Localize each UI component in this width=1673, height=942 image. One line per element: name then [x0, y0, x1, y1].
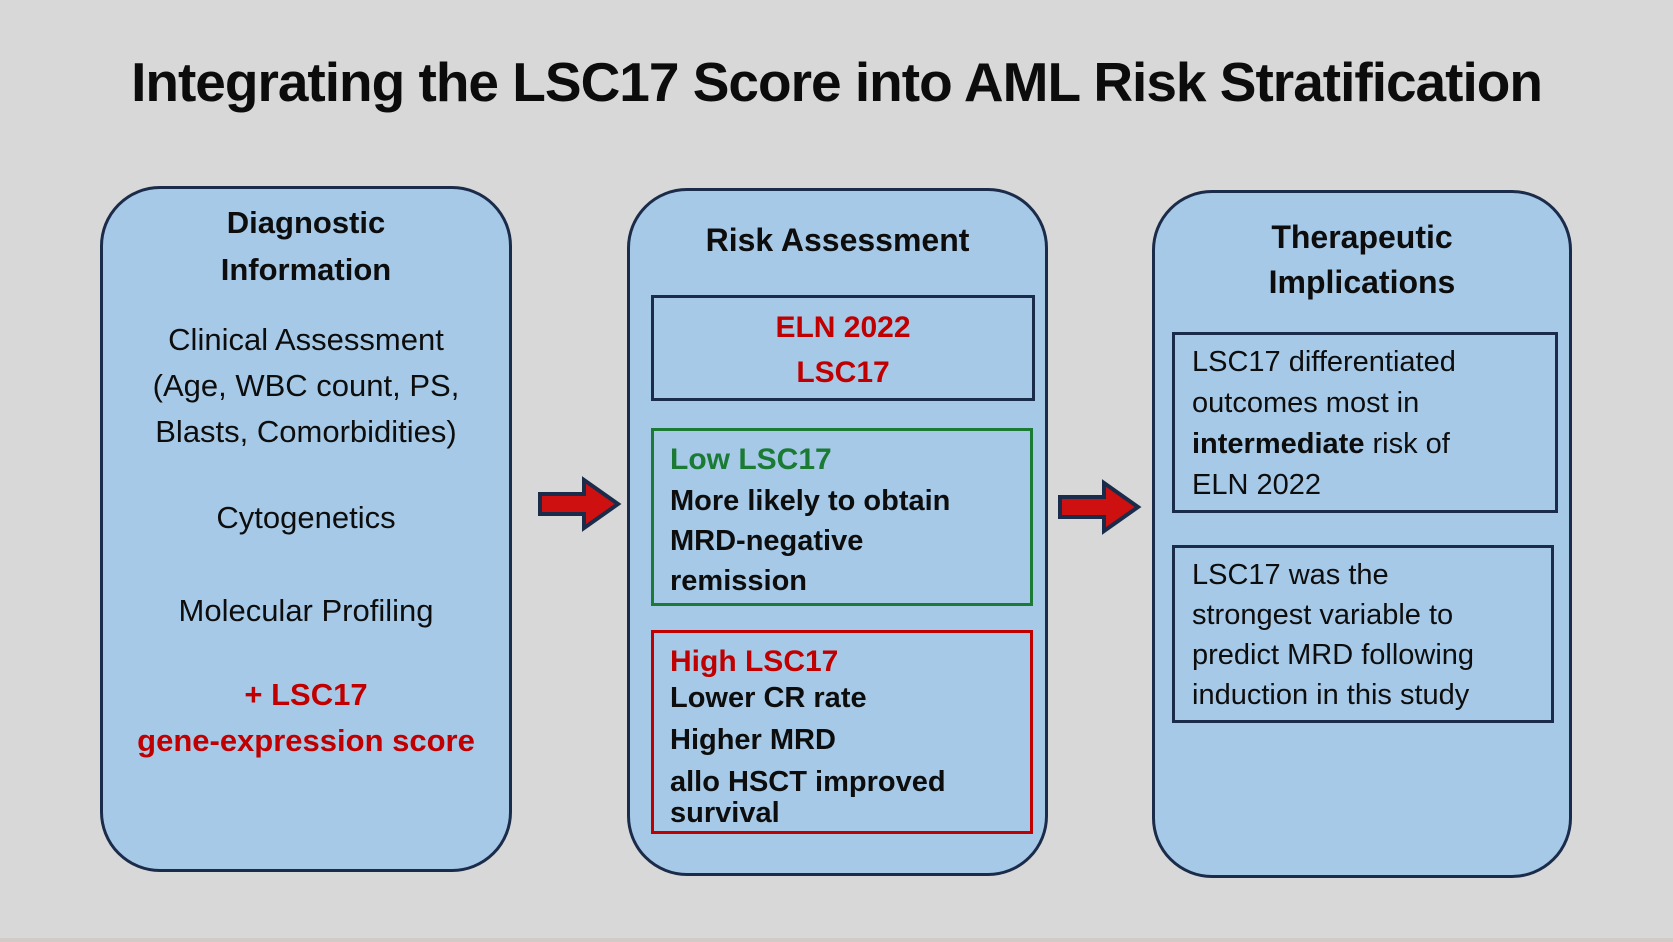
figure-title: Integrating the LSC17 Score into AML Ris…: [131, 51, 1543, 113]
eln-lsc17-box: ELN 2022 LSC17: [651, 295, 1035, 401]
text-line: More likely to obtain: [670, 485, 951, 517]
text-span: risk of: [1364, 428, 1450, 460]
text-line: induction in this study: [1192, 679, 1470, 711]
text-line: intermediate risk of: [1192, 424, 1538, 465]
mrd-prediction-box: LSC17 was the strongest variable to pred…: [1172, 545, 1554, 723]
text-line: MRD-negative: [670, 525, 864, 557]
text-line: LSC17: [796, 356, 890, 389]
high-lsc17-box: High LSC17 Lower CR rate Higher MRD allo…: [651, 630, 1033, 834]
emphasis-text: intermediate: [1192, 428, 1365, 460]
text-line: gene-expression score: [137, 723, 475, 758]
risk-assessment-panel: Risk Assessment ELN 2022 LSC17 Low LSC17…: [627, 188, 1048, 876]
text-line: outcomes most in: [1192, 387, 1420, 419]
molecular-profiling-text: Molecular Profiling: [178, 593, 434, 628]
risk-panel-header: Risk Assessment: [705, 222, 970, 258]
header-line: Implications: [1268, 264, 1456, 300]
cytogenetics-text: Cytogenetics: [216, 500, 396, 535]
flow-arrow-middle-to-right: [1058, 479, 1142, 535]
header-line: Diagnostic: [226, 205, 386, 240]
text-line: LSC17 was the: [1192, 559, 1389, 591]
text-line: ELN 2022: [1192, 469, 1321, 501]
text-line: LSC17 differentiated: [1192, 346, 1456, 378]
text-line: strongest variable to: [1192, 599, 1454, 631]
high-lsc17-title: High LSC17: [670, 645, 839, 678]
lsc17-score-text: + LSC17 gene-expression score: [103, 672, 509, 764]
intermediate-risk-box: LSC17 differentiated outcomes most in in…: [1172, 332, 1558, 513]
header-line: Therapeutic: [1271, 219, 1453, 255]
text-line: ELN 2022: [775, 311, 911, 344]
text-line: allo HSCT improved survival: [670, 766, 946, 829]
bottom-crop-artifact: [0, 938, 1673, 942]
low-lsc17-title: Low LSC17: [670, 443, 832, 476]
diagnostic-information-panel: Diagnostic Information Clinical Assessme…: [100, 186, 512, 872]
text-line: Clinical Assessment: [168, 322, 444, 357]
therapeutic-implications-panel: Therapeutic Implications LSC17 different…: [1152, 190, 1572, 878]
diagnostic-panel-header: Diagnostic Information: [103, 199, 509, 293]
text-line: remission: [670, 565, 807, 597]
flow-arrow-left-to-middle: [538, 476, 622, 532]
text-line: Higher MRD: [670, 724, 836, 756]
header-line: Information: [220, 252, 392, 287]
text-line: (Age, WBC count, PS,: [152, 368, 460, 403]
text-line: Blasts, Comorbidities): [155, 414, 457, 449]
text-line: Lower CR rate: [670, 682, 867, 714]
text-line: predict MRD following: [1192, 639, 1475, 671]
text-line: + LSC17: [244, 677, 368, 712]
clinical-assessment-text: Clinical Assessment (Age, WBC count, PS,…: [103, 317, 509, 455]
therapeutic-panel-header: Therapeutic Implications: [1155, 215, 1569, 305]
low-lsc17-box: Low LSC17 More likely to obtain MRD-nega…: [651, 428, 1033, 606]
